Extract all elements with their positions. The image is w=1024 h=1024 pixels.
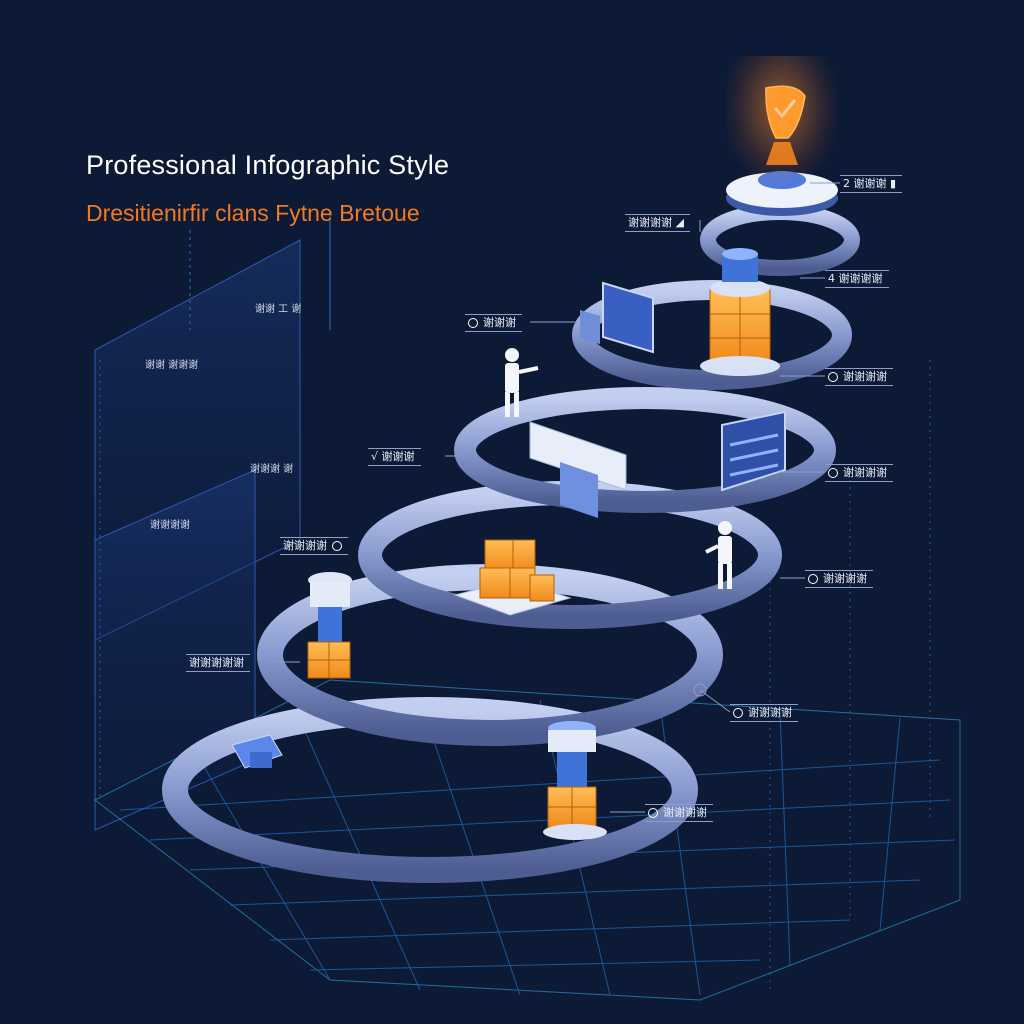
spiral-ramp bbox=[162, 204, 860, 883]
callout-tag-left-3: 谢谢谢谢 bbox=[280, 537, 348, 555]
circle-icon bbox=[332, 541, 342, 551]
panel-label-2: 谢谢 谢谢谢 bbox=[145, 360, 199, 371]
callout-tag-left-2-text: √ 谢谢谢 bbox=[371, 450, 415, 463]
callout-tag-4-text: 谢谢谢谢 bbox=[843, 370, 887, 383]
page-title: Professional Infographic Style bbox=[86, 150, 450, 180]
callout-tag-3: 4 谢谢谢谢 bbox=[825, 270, 889, 288]
circle-icon bbox=[808, 574, 818, 584]
callout-tag-left-1-text: 谢谢谢 bbox=[483, 316, 516, 329]
callout-tag-1-text: 2 谢谢谢 ▮ bbox=[843, 177, 897, 190]
callout-tag-8-text: 谢谢谢谢 bbox=[663, 806, 707, 819]
callout-tag-7-text: 谢谢谢谢 bbox=[748, 706, 792, 719]
presentation-board bbox=[529, 421, 627, 518]
callout-tag-1: 2 谢谢谢 ▮ bbox=[840, 175, 903, 193]
callout-tag-2-text: 谢谢谢谢 ◢ bbox=[628, 216, 684, 229]
callout-tag-8: 谢谢谢谢 bbox=[645, 804, 713, 822]
vertical-guides bbox=[99, 360, 931, 990]
lightbulb-glow bbox=[726, 56, 836, 186]
callout-tag-left-4-text: 谢谢谢谢谢 bbox=[189, 656, 244, 669]
callout-tag-5-text: 谢谢谢谢 bbox=[843, 466, 887, 479]
callout-tag-left-1: 谢谢谢 bbox=[465, 314, 522, 332]
person-figure-left bbox=[505, 348, 539, 417]
circle-icon bbox=[733, 708, 743, 718]
callout-tag-3-text: 4 谢谢谢谢 bbox=[828, 272, 883, 285]
callout-tag-left-3-text: 谢谢谢谢 bbox=[283, 539, 327, 552]
callout-tag-6: 谢谢谢谢 bbox=[805, 570, 873, 588]
block-stack bbox=[453, 539, 572, 616]
callout-tag-4: 谢谢谢谢 bbox=[825, 368, 893, 386]
leader-lines bbox=[275, 182, 840, 813]
left-tower bbox=[307, 572, 352, 679]
server-rack bbox=[721, 410, 786, 492]
bottom-tower bbox=[543, 721, 607, 840]
panel-label-3: 谢谢谢 谢 bbox=[250, 464, 294, 475]
callout-tag-left-2: √ 谢谢谢 bbox=[368, 448, 421, 466]
panel-label-1: 谢谢 工 谢 bbox=[255, 304, 302, 315]
page-subtitle: Dresitienirfir clans Fytne Bretoue bbox=[86, 200, 420, 226]
circle-icon bbox=[648, 808, 658, 818]
person-figure-right bbox=[705, 521, 732, 589]
callout-tag-6-text: 谢谢谢谢 bbox=[823, 572, 867, 585]
callout-tag-left-4: 谢谢谢谢谢 bbox=[186, 654, 250, 672]
circle-icon bbox=[828, 372, 838, 382]
panel-label-4: 谢谢谢谢 bbox=[150, 520, 190, 531]
dashboard-screen bbox=[580, 281, 654, 475]
upper-tower bbox=[700, 248, 780, 376]
blue-boxes bbox=[231, 734, 283, 769]
callout-tag-5: 谢谢谢谢 bbox=[825, 464, 893, 482]
callout-tag-7: 谢谢谢谢 bbox=[730, 704, 798, 722]
callout-tag-2: 谢谢谢谢 ◢ bbox=[625, 214, 690, 232]
circle-icon bbox=[828, 468, 838, 478]
circle-icon bbox=[468, 318, 478, 328]
